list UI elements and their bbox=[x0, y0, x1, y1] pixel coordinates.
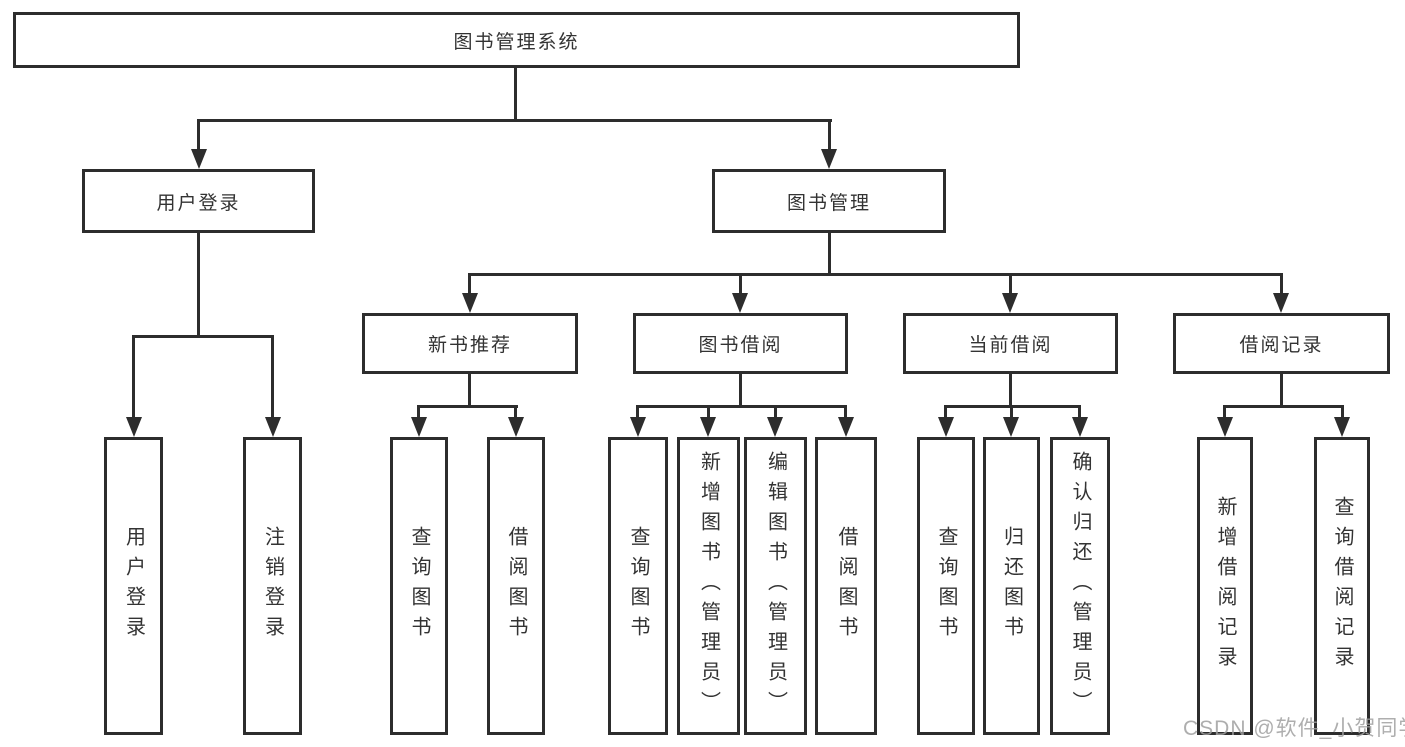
connector-line bbox=[1280, 374, 1283, 408]
node-book-borrow-label: 图书借阅 bbox=[698, 335, 783, 356]
node-borrow-records-label: 借阅记录 bbox=[1239, 335, 1324, 356]
node-leaf-add-book-admin: 新增图书（管理员） bbox=[677, 437, 740, 735]
node-leaf-user-login: 用户登录 bbox=[104, 437, 163, 735]
node-new-book-recommend: 新书推荐 bbox=[362, 313, 578, 374]
arrow-down-icon bbox=[821, 149, 837, 169]
arrow-down-icon bbox=[1072, 417, 1088, 437]
node-leaf-borrow-books-2: 借阅图书 bbox=[815, 437, 877, 735]
arrow-down-icon bbox=[1217, 417, 1233, 437]
node-leaf-return-books: 归还图书 bbox=[983, 437, 1040, 735]
connector-line bbox=[132, 335, 135, 419]
node-leaf-edit-book-admin: 编辑图书（管理员） bbox=[744, 437, 807, 735]
node-leaf-return-books-label: 归还图书 bbox=[1000, 526, 1023, 646]
arrow-down-icon bbox=[1334, 417, 1350, 437]
node-leaf-add-book-admin-label: 新增图书（管理员） bbox=[697, 451, 720, 721]
node-leaf-user-login-label: 用户登录 bbox=[122, 526, 145, 646]
node-leaf-query-books-2-label: 查询图书 bbox=[627, 526, 649, 646]
node-borrow-records: 借阅记录 bbox=[1173, 313, 1390, 374]
connector-line bbox=[468, 374, 471, 408]
connector-line bbox=[132, 335, 274, 338]
connector-line bbox=[1010, 405, 1013, 419]
node-leaf-add-borrow-record-label: 新增借阅记录 bbox=[1214, 496, 1236, 676]
csdn-watermark: CSDN @软件_小贺同学 bbox=[1183, 717, 1405, 740]
arrow-down-icon bbox=[1273, 293, 1289, 313]
connector-line bbox=[197, 119, 832, 122]
arrow-down-icon bbox=[462, 293, 478, 313]
connector-line bbox=[1009, 374, 1012, 408]
connector-line bbox=[468, 273, 1282, 276]
arrow-down-icon bbox=[1003, 417, 1019, 437]
connector-line bbox=[1078, 405, 1081, 419]
connector-line bbox=[1009, 273, 1012, 295]
node-leaf-confirm-return-admin: 确认归还（管理员） bbox=[1050, 437, 1110, 735]
connector-line bbox=[707, 405, 710, 419]
node-root: 图书管理系统 bbox=[13, 12, 1020, 68]
arrow-down-icon bbox=[126, 417, 142, 437]
node-leaf-confirm-return-admin-label: 确认归还（管理员） bbox=[1069, 451, 1091, 721]
connector-line bbox=[417, 405, 518, 408]
node-book-management-label: 图书管理 bbox=[786, 192, 871, 214]
node-leaf-borrow-books-1-label: 借阅图书 bbox=[505, 526, 527, 646]
connector-line bbox=[1280, 273, 1283, 295]
arrow-down-icon bbox=[508, 417, 524, 437]
connector-line bbox=[514, 68, 517, 121]
connector-line bbox=[739, 273, 742, 295]
node-leaf-add-borrow-record: 新增借阅记录 bbox=[1197, 437, 1253, 735]
node-leaf-edit-book-admin-label: 编辑图书（管理员） bbox=[764, 451, 787, 721]
connector-line bbox=[1223, 405, 1344, 408]
arrow-down-icon bbox=[938, 417, 954, 437]
node-root-label: 图书管理系统 bbox=[453, 31, 580, 53]
connector-line bbox=[636, 405, 847, 408]
node-leaf-query-books-2: 查询图书 bbox=[608, 437, 668, 735]
connector-line bbox=[739, 374, 742, 408]
node-book-borrow: 图书借阅 bbox=[633, 313, 848, 374]
arrow-down-icon bbox=[767, 417, 783, 437]
arrow-down-icon bbox=[191, 149, 207, 169]
node-leaf-borrow-books-1: 借阅图书 bbox=[487, 437, 545, 735]
node-leaf-logout-label: 注销登录 bbox=[261, 526, 284, 646]
arrow-down-icon bbox=[732, 293, 748, 313]
node-leaf-query-books-3: 查询图书 bbox=[917, 437, 975, 735]
connector-line bbox=[197, 233, 200, 338]
node-book-management: 图书管理 bbox=[712, 169, 946, 233]
node-leaf-query-borrow-record: 查询借阅记录 bbox=[1314, 437, 1370, 735]
connector-line bbox=[1341, 405, 1344, 419]
node-new-book-recommend-label: 新书推荐 bbox=[427, 335, 512, 356]
arrow-down-icon bbox=[411, 417, 427, 437]
node-leaf-query-books-1: 查询图书 bbox=[390, 437, 448, 735]
connector-line bbox=[1223, 405, 1226, 419]
arrow-down-icon bbox=[630, 417, 646, 437]
connector-line bbox=[844, 405, 847, 419]
connector-line bbox=[468, 273, 471, 295]
node-leaf-query-books-1-label: 查询图书 bbox=[408, 526, 430, 646]
arrow-down-icon bbox=[265, 417, 281, 437]
connector-line bbox=[271, 335, 274, 419]
node-current-borrow-label: 当前借阅 bbox=[968, 335, 1053, 356]
connector-line bbox=[197, 119, 200, 151]
connector-line bbox=[828, 233, 831, 276]
arrow-down-icon bbox=[838, 417, 854, 437]
node-user-login-label: 用户登录 bbox=[156, 192, 241, 214]
node-leaf-query-books-3-label: 查询图书 bbox=[935, 526, 957, 646]
connector-line bbox=[828, 119, 831, 151]
node-leaf-borrow-books-2-label: 借阅图书 bbox=[835, 526, 857, 646]
connector-line bbox=[514, 405, 517, 419]
node-current-borrow: 当前借阅 bbox=[903, 313, 1118, 374]
connector-line bbox=[417, 405, 420, 419]
connector-line bbox=[774, 405, 777, 419]
connector-line bbox=[636, 405, 639, 419]
node-leaf-query-borrow-record-label: 查询借阅记录 bbox=[1331, 496, 1353, 676]
connector-line bbox=[944, 405, 947, 419]
arrow-down-icon bbox=[1002, 293, 1018, 313]
arrow-down-icon bbox=[700, 417, 716, 437]
node-leaf-logout: 注销登录 bbox=[243, 437, 302, 735]
node-user-login: 用户登录 bbox=[82, 169, 315, 233]
